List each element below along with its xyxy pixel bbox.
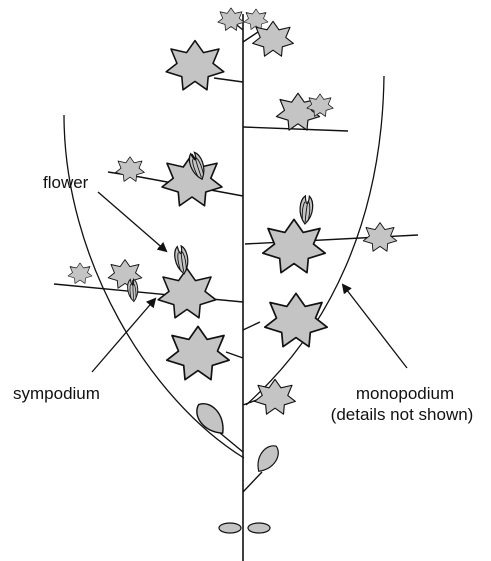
branch-right-1 [243, 127, 348, 131]
cotyledon-left [219, 523, 241, 533]
monopodium-arrow [343, 285, 407, 368]
petiole-oval-right [243, 472, 262, 492]
sympodium-label: sympodium [13, 384, 100, 404]
petiole-upper-left [214, 78, 243, 82]
flower-arrow [98, 192, 166, 251]
flower-label: flower [43, 173, 88, 193]
sympodium-outline [64, 115, 244, 458]
leaf-right-2b [363, 223, 397, 252]
petiole-left-3 [226, 352, 243, 358]
leaf-left-2a [158, 269, 216, 318]
leaf-upper-left [166, 41, 224, 90]
cotyledon-right [248, 523, 270, 533]
leaf-top-b [244, 9, 268, 30]
monopodium-note: (details not shown) [316, 405, 488, 425]
leaf-oval-right [252, 442, 283, 476]
monopodium-label: monopodium [325, 384, 485, 404]
leaf-left-3 [167, 326, 229, 379]
leaf-right-4 [255, 379, 296, 414]
leaf-right-3 [265, 293, 327, 346]
flower-bud-right-2 [299, 196, 314, 225]
leaf-right-2a [263, 219, 325, 272]
petiole-right-3 [243, 322, 260, 330]
leaf-left-2c [68, 263, 92, 284]
